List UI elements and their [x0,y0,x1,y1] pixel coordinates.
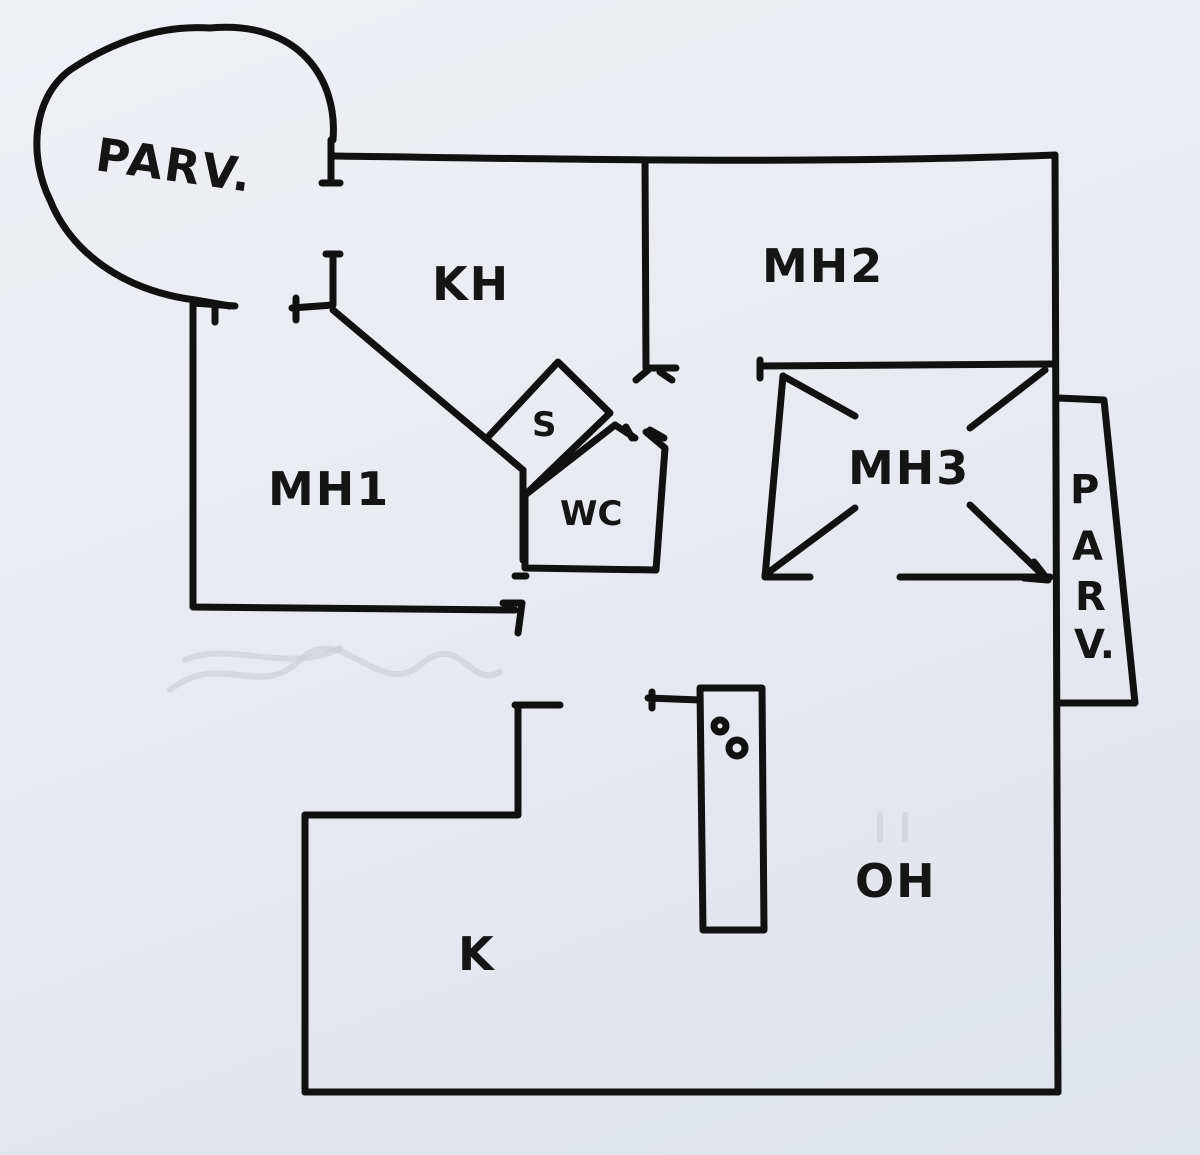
wall-mh1-door-bottom [499,599,526,637]
label-parv-side-3: R [1075,574,1106,620]
label-parv-side-1: P [1070,467,1099,513]
wall-kh-mh2 [641,156,680,372]
outer-wall-right [1051,151,1062,1096]
wall-mh1-diagonal [329,306,527,474]
outer-wall-top [329,151,1059,164]
bleed-through-marks [167,645,908,843]
wall-k-door-stub [644,688,704,712]
label-kh: KH [432,257,510,311]
label-wc: WC [560,494,622,534]
mh3-bed-diagonals [761,366,1052,584]
wall-mh1-door-left [189,299,239,326]
wall-kh-door-stub [288,250,344,324]
balcony-door-mark [318,136,344,187]
label-parv-top: PARV. [93,127,257,202]
stove-burner-2 [725,736,749,760]
shower-box [484,358,614,499]
wall-k-top-step [301,701,564,819]
label-k: K [458,927,496,981]
label-parv-side-2: A [1072,524,1103,570]
label-parv-side-4: V. [1074,622,1115,668]
kitchen-counter [696,684,768,934]
label-oh: OH [855,854,937,908]
wall-mh2-mh3 [756,360,1056,370]
wc-door-mark [622,366,676,442]
label-mh3: MH3 [848,441,970,495]
label-mh1: MH1 [268,462,390,516]
label-s: S [532,405,557,445]
mh3-arrow-tips [1020,558,1052,584]
balcony-outline-right [1054,394,1139,707]
wall-mh1-left [189,299,519,614]
stove-burner-1 [710,716,730,736]
balcony-outline-top-left [33,23,337,310]
label-mh2: MH2 [762,239,884,293]
